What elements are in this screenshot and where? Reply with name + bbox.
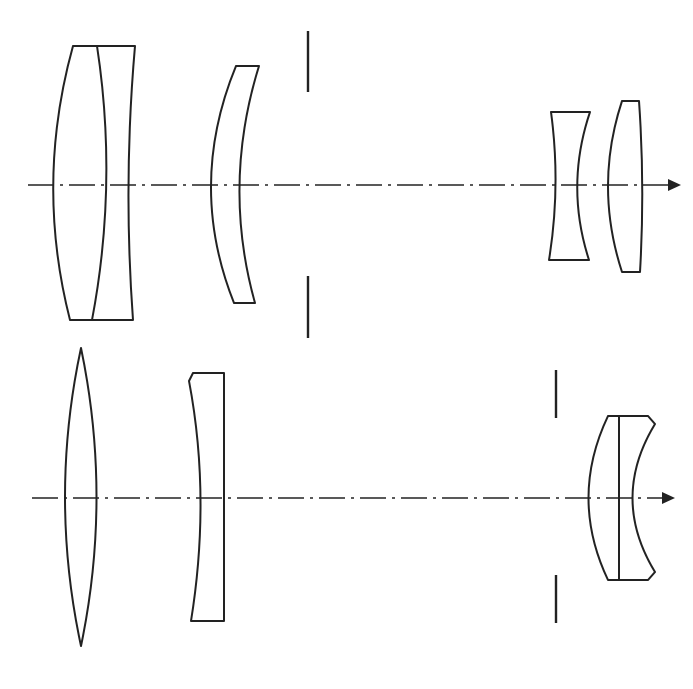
lower-biconvex-lens — [64, 347, 98, 647]
upper-doublet-front-element — [52, 45, 108, 321]
upper-negative-lens — [548, 111, 591, 261]
lower-doublet-rear-element — [618, 415, 656, 581]
upper-meniscus-lens — [210, 65, 260, 304]
upper-lens-system — [28, 31, 681, 338]
upper-positive-meniscus — [607, 100, 644, 273]
lower-cemented-doublet — [587, 415, 656, 581]
upper-doublet-rear-element — [92, 45, 136, 321]
upper-axis-arrowhead — [668, 179, 681, 191]
lower-lens-system — [32, 347, 675, 647]
lower-doublet-front-element — [587, 415, 620, 581]
upper-cemented-doublet — [52, 45, 136, 321]
lower-plano-concave-lens — [188, 372, 225, 622]
lower-axis-arrowhead — [662, 492, 675, 504]
